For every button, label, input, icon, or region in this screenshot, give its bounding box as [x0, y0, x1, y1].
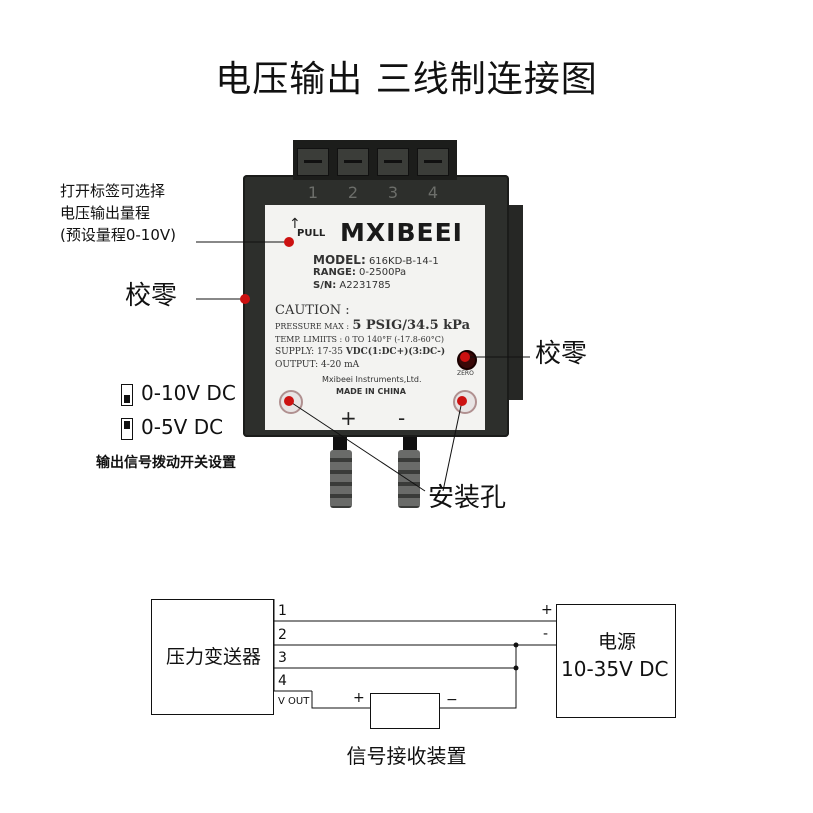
mount-holes-note: 安装孔 [428, 483, 507, 513]
leader-line [442, 400, 463, 492]
caution-text: CAUTION : [275, 303, 350, 318]
switch-down-icon [121, 418, 133, 440]
terminal-number: 4 [427, 183, 439, 202]
wire-vout-receiver-plus [311, 691, 370, 709]
receiver-plus: + [353, 690, 365, 706]
transmitter-label: 压力变送器 [165, 646, 261, 668]
range-line: RANGE: 0-2500Pa [313, 267, 407, 278]
terminal-screw [417, 148, 449, 176]
zero-text: ZERO [457, 370, 474, 377]
terminal-screw [337, 148, 369, 176]
pull-text: PULL [297, 228, 326, 239]
receiver-box [370, 693, 440, 729]
supply-line: SUPPLY: 17-35 VDC(1:DC+)(3:DC-) [275, 347, 446, 357]
maker-text: Mxibeei Instruments,Ltd. [322, 375, 422, 384]
terminal-number: 3 [387, 183, 399, 202]
pressure-port-low [398, 450, 420, 508]
terminal-screw [297, 148, 329, 176]
port-base [403, 437, 417, 451]
switch-caption: 输出信号拨动开关设置 [96, 455, 236, 471]
pull-arrow-icon: ↑ [289, 216, 301, 232]
device-label [265, 205, 485, 430]
annotation-dot [284, 237, 294, 247]
switch-5v-label: 0-5V DC [141, 415, 224, 439]
pin-label: V OUT [278, 696, 310, 707]
supply-plus: + [541, 602, 553, 618]
terminal-screw [377, 148, 409, 176]
wire-pin3-common [274, 645, 517, 669]
junction-dot [513, 642, 519, 648]
made-in-text: MADE IN CHINA [336, 387, 406, 396]
terminal-number: 1 [307, 183, 319, 202]
receiver-minus: − [446, 692, 458, 708]
model-line: MODEL: 616KD-B-14-1 [313, 253, 439, 267]
port-base [333, 437, 347, 451]
label-note: 打开标签可选择 电压输出量程 (预设量程0-10V) [60, 182, 177, 244]
leader-line [288, 400, 426, 492]
temp-line: TEMP. LIMIITS : 0 TO 140°F (-17.8-60°C) [275, 335, 444, 344]
pin-label: 4 [278, 673, 287, 689]
power-supply-box: 电源 10-35V DC [556, 604, 676, 718]
zero-note-right: 校零 [535, 339, 588, 369]
supply-label: 电源 [597, 631, 636, 653]
annotation-dot [460, 352, 470, 362]
switch-10v-label: 0-10V DC [141, 381, 236, 405]
annotation-dot [457, 396, 467, 406]
wire-receiver-minus [440, 668, 517, 709]
pressure-port-high [330, 450, 352, 508]
pin-label: 3 [278, 650, 287, 666]
sn-line: S/N: A2231785 [313, 280, 391, 291]
pin-label: 2 [278, 627, 287, 643]
mounting-bracket [505, 205, 523, 400]
plus-sign: + [340, 406, 357, 430]
brand-name: MXIBEEI [340, 218, 463, 247]
junction-dot [513, 665, 519, 671]
supply-range: 10-35V DC [561, 657, 669, 681]
zero-note-left: 校零 [125, 281, 178, 311]
minus-sign: - [398, 406, 406, 430]
page-title: 电压输出 三线制连接图 [215, 59, 598, 100]
output-line: OUTPUT: 4-20 mA [275, 360, 360, 370]
supply-minus: - [543, 626, 549, 642]
terminal-number: 2 [347, 183, 359, 202]
switch-up-icon [121, 384, 133, 406]
transmitter-box: 压力变送器 [151, 599, 274, 715]
pressure-line: PRESSURE MAX : 5 PSIG/34.5 kPa [275, 318, 471, 333]
pin-label: 1 [278, 603, 287, 619]
annotation-dot [240, 294, 250, 304]
annotation-dot [284, 396, 294, 406]
receiver-caption: 信号接收装置 [346, 744, 467, 768]
